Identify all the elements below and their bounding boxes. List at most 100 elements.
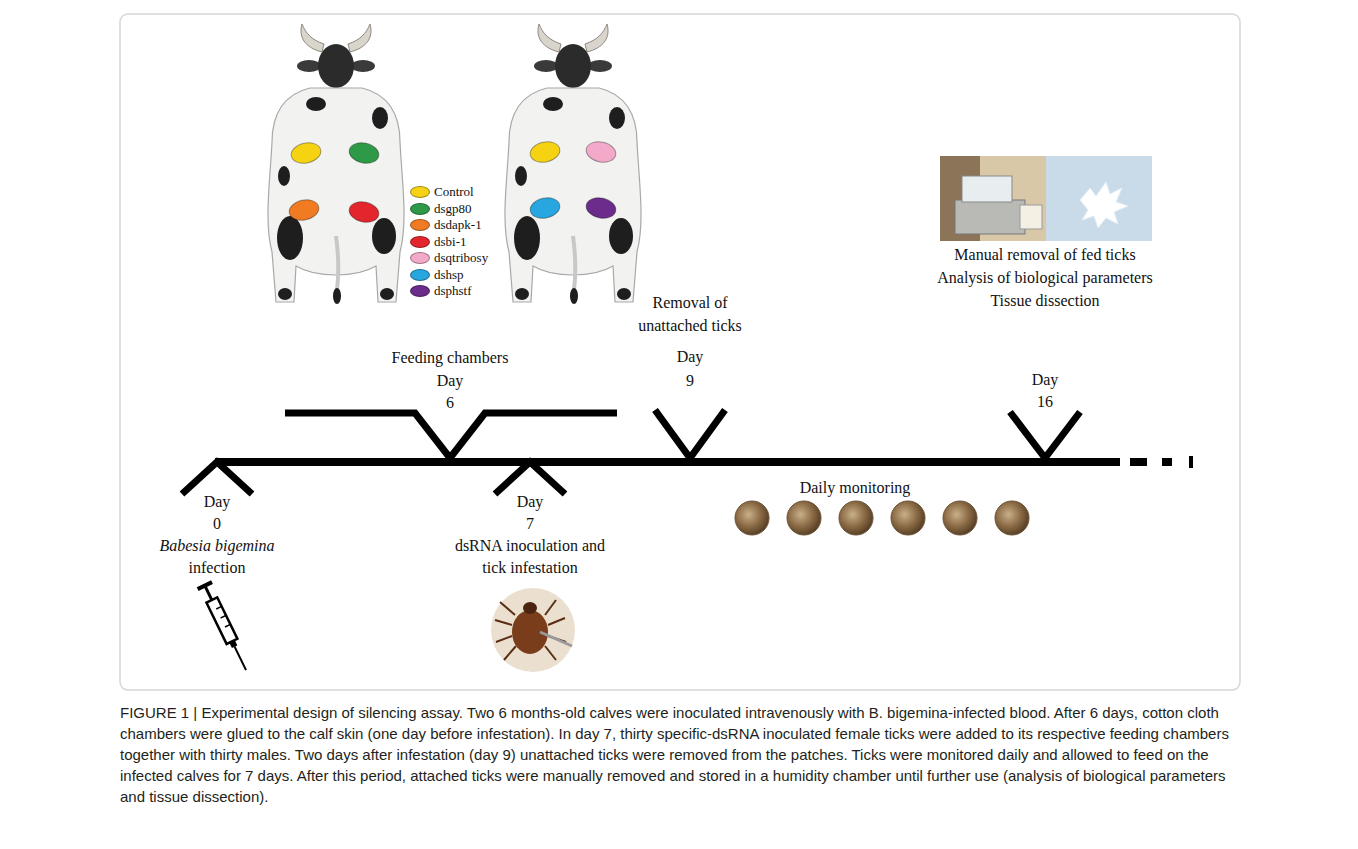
figure-frame [120, 14, 1240, 690]
legend-swatch [410, 269, 430, 281]
legend-entry: dsqtribosy [410, 250, 488, 266]
timeline-label: Feeding chambers [392, 349, 509, 367]
day-number: 6 [446, 394, 454, 412]
tick-egg-photo [943, 501, 977, 535]
legend-swatch [410, 219, 430, 231]
legend-swatch [410, 203, 430, 215]
syringe-icon [216, 606, 221, 609]
timeline-label: Daily monitoring [800, 479, 911, 497]
syringe-icon [205, 586, 212, 600]
tick-photo [545, 600, 556, 615]
tick-photo [496, 636, 512, 642]
tick-photo [540, 632, 572, 646]
tick-egg-photo [839, 501, 873, 535]
timeline-label: Tissue dissection [990, 292, 1099, 310]
syringe-icon [229, 640, 237, 648]
lab-photo [955, 200, 1025, 234]
legend-label: dsdapk-1 [434, 217, 482, 233]
legend-swatch [410, 252, 430, 264]
tick-photo [495, 620, 512, 625]
timeline-label: Day [437, 372, 464, 390]
tick-photo [491, 588, 575, 672]
tick-photo [548, 618, 565, 625]
timeline-marker [182, 410, 1080, 494]
lab-photo [940, 156, 1152, 241]
tick-photo [545, 646, 556, 660]
tick-photo [523, 602, 537, 614]
legend-entry: Control [410, 184, 474, 200]
lab-photo [962, 176, 1012, 202]
species-name: Babesia bigemina [159, 537, 274, 555]
timeline-label: Removal of [652, 294, 727, 312]
day-number: 9 [686, 372, 694, 390]
timeline-label: Day [204, 493, 231, 511]
timeline-marker [285, 413, 617, 458]
feeding-chamber [287, 139, 618, 225]
feeding-chamber [584, 139, 618, 165]
legend-swatch [410, 236, 430, 248]
syringe-icon [206, 597, 237, 644]
feeding-chamber [287, 197, 321, 223]
timeline-marker [1010, 412, 1080, 458]
timeline-label: dsRNA inoculation and [455, 537, 605, 555]
tick-egg-photo [995, 501, 1029, 535]
calf-illustration [268, 24, 404, 304]
tick-egg-photo [735, 501, 1029, 535]
timeline-label: Day [517, 493, 544, 511]
timeline-label: Analysis of biological parameters [937, 269, 1153, 287]
legend-label: dshsp [434, 267, 464, 283]
timeline [215, 458, 1120, 466]
legend-swatch [410, 285, 430, 297]
timeline-marker [182, 462, 252, 494]
timeline-label: Day [677, 348, 704, 366]
legend-entry: dshsp [410, 267, 464, 283]
feeding-chamber [584, 195, 618, 221]
legend-label: dsgp80 [434, 201, 472, 217]
syringe-icon [225, 624, 230, 627]
tick-photo [500, 602, 515, 615]
lab-photo [1020, 205, 1042, 229]
tick-photo [504, 646, 516, 660]
legend-entry: dsdapk-1 [410, 217, 482, 233]
timeline-label: infection [189, 559, 246, 577]
legend-entry: dsphstf [410, 283, 472, 299]
feeding-chamber [528, 195, 562, 221]
figure-caption: FIGURE 1 | Experimental design of silenc… [120, 702, 1240, 807]
lab-photo [940, 156, 1046, 241]
legend-entry: dsgp80 [410, 201, 472, 217]
syringe-icon [198, 582, 254, 674]
tick-photo [495, 600, 566, 660]
calf-illustration [268, 24, 641, 304]
timeline-label: tick infestation [482, 559, 578, 577]
tick-egg-photo [735, 501, 769, 535]
timeline-label: Manual removal of fed ticks [954, 246, 1135, 264]
day-number: 16 [1037, 393, 1053, 411]
timeline-marker [655, 410, 725, 458]
feeding-chamber [347, 140, 381, 166]
legend-swatch [410, 186, 430, 198]
legend-label: dsqtribosy [434, 250, 488, 266]
legend-label: dsphstf [434, 283, 472, 299]
timeline [1162, 458, 1172, 466]
timeline-label: unattached ticks [638, 317, 742, 335]
feeding-chamber [289, 140, 323, 166]
timeline-label: Day [1032, 371, 1059, 389]
legend-label: Control [434, 184, 474, 200]
legend-label: dsbi-1 [434, 234, 467, 250]
lab-photo [1080, 182, 1128, 228]
legend-entry: dsbi-1 [410, 234, 467, 250]
tick-egg-photo [787, 501, 821, 535]
syringe-icon [235, 647, 246, 670]
calf-illustration [505, 24, 641, 304]
syringe-icon [221, 615, 226, 618]
timeline [1189, 456, 1193, 468]
day-number: 7 [526, 515, 534, 533]
tick-photo [491, 588, 575, 672]
timeline [1130, 458, 1147, 466]
timeline-marker [495, 462, 565, 494]
tick-egg-photo [891, 501, 925, 535]
feeding-chamber [347, 199, 381, 225]
feeding-chamber [528, 139, 562, 165]
lab-photo [1046, 156, 1152, 241]
